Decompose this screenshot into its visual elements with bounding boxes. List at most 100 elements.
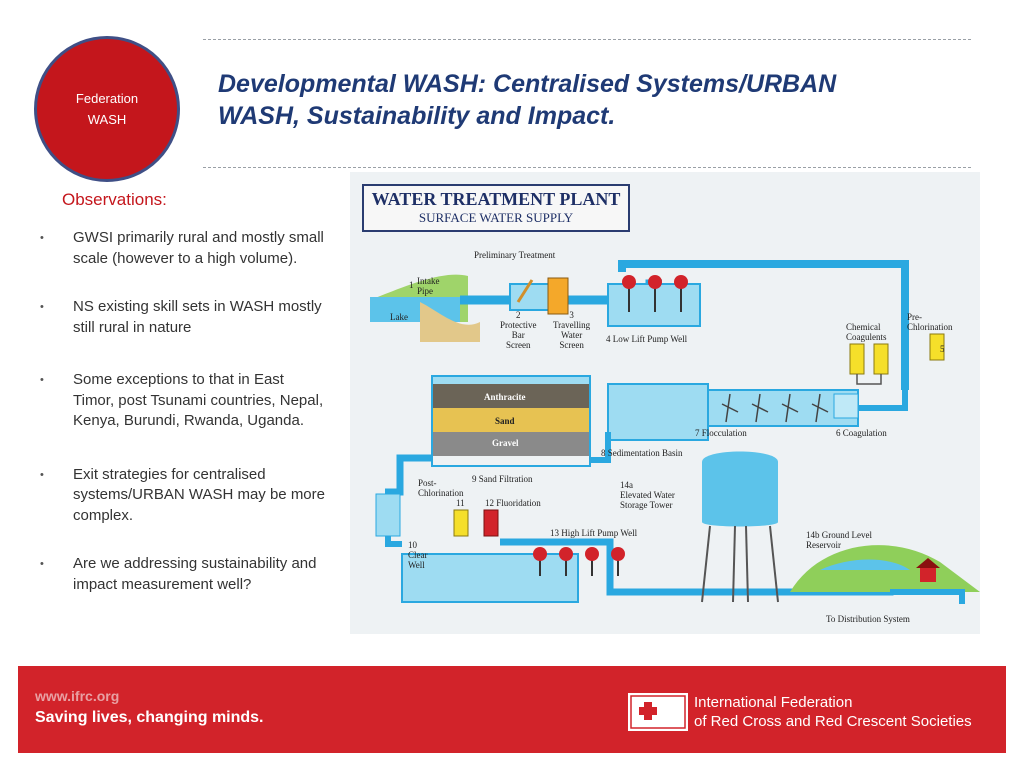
sedimentation-basin bbox=[607, 383, 709, 441]
label-prechlorination: Pre- Chlorination bbox=[907, 312, 953, 332]
clear-well-feed bbox=[385, 536, 402, 547]
label-clear-well: 10 Clear Well bbox=[408, 540, 428, 570]
fluoride-tank-11 bbox=[453, 509, 469, 537]
badge-line1: Federation bbox=[75, 91, 139, 106]
label-sedimentation: 8 Sedimentation Basin bbox=[601, 448, 683, 458]
label-eleven: 11 bbox=[456, 498, 465, 508]
pump-icon bbox=[559, 547, 573, 561]
bar-screen bbox=[516, 279, 534, 303]
observations-list: • GWSI primarily rural and mostly small … bbox=[38, 228, 328, 595]
diagram-subtitle: SURFACE WATER SUPPLY bbox=[418, 210, 574, 225]
label-intake-num: 1 bbox=[409, 280, 414, 290]
label-lake: Lake bbox=[390, 312, 408, 322]
label-sand-filtration: 9 Sand Filtration bbox=[472, 474, 533, 484]
page-title: Developmental WASH: Centralised Systems/… bbox=[218, 68, 958, 132]
org-line2: of Red Cross and Red Crescent Societies bbox=[694, 713, 972, 730]
observation-text: Are we addressing sustainability and imp… bbox=[73, 555, 317, 593]
header-divider-top bbox=[203, 39, 971, 40]
label-elevated-tower: 14a Elevated Water Storage Tower bbox=[620, 480, 675, 510]
footer-tagline: Saving lives, changing minds. bbox=[35, 709, 264, 726]
label-five: 5 bbox=[940, 344, 945, 354]
label-low-lift: 4 Low Lift Pump Well bbox=[606, 334, 688, 344]
water-tower-tank bbox=[702, 451, 778, 527]
house-icon bbox=[920, 568, 936, 582]
chemical-coagulant-tank-2 bbox=[873, 343, 889, 375]
filtered-water-pipe bbox=[385, 454, 432, 496]
flocculation-paddles bbox=[721, 393, 829, 423]
house-roof bbox=[916, 558, 940, 568]
title-line1: Developmental WASH: Centralised Systems/… bbox=[218, 70, 837, 98]
observation-text: NS existing skill sets in WASH mostly st… bbox=[73, 298, 322, 336]
list-item: • Are we addressing sustainability and i… bbox=[38, 554, 328, 595]
bullet-icon: • bbox=[40, 558, 44, 570]
label-travelling-screen: 3 Travelling Water Screen bbox=[553, 310, 591, 350]
top-pipe bbox=[618, 260, 909, 390]
filter-sand-layer bbox=[432, 408, 590, 432]
pump-icon bbox=[585, 547, 599, 561]
label-sand: Sand bbox=[495, 416, 515, 426]
pump-icon bbox=[533, 547, 547, 561]
low-lift-pumps bbox=[622, 275, 688, 312]
label-flocculation: 7 Flocculation bbox=[695, 428, 747, 438]
list-item: • NS existing skill sets in WASH mostly … bbox=[38, 297, 328, 338]
coagulation-basin bbox=[833, 393, 859, 419]
filter-anthracite-layer bbox=[432, 384, 590, 408]
diagram-title-box: WATER TREATMENT PLANT SURFACE WATER SUPP… bbox=[362, 184, 630, 232]
org-line1: International Federation bbox=[694, 694, 853, 711]
bullet-icon: • bbox=[40, 301, 44, 313]
title-line2: WASH, Sustainability and Impact. bbox=[218, 102, 616, 130]
label-fluoridation: 12 Fluoridation bbox=[485, 498, 541, 508]
ifrc-org-name: International Federation of Red Cross an… bbox=[694, 693, 972, 731]
label-chemical: Chemical Coagulents bbox=[846, 322, 887, 342]
observations-heading: Observations: bbox=[62, 190, 167, 209]
label-postchlorination: Post- Chlorination bbox=[418, 478, 464, 498]
label-intake: Intake Pipe bbox=[417, 276, 440, 296]
label-bar-screen: 2 Protective Bar Screen bbox=[500, 310, 537, 350]
list-item: • GWSI primarily rural and mostly small … bbox=[38, 228, 328, 269]
ifrc-url-link[interactable]: www.ifrc.org bbox=[35, 688, 120, 704]
observation-text: GWSI primarily rural and mostly small sc… bbox=[73, 229, 324, 267]
observation-text: Exit strategies for centralised systems/… bbox=[73, 465, 325, 524]
pump-icon bbox=[622, 275, 636, 289]
prechlorination-tank bbox=[929, 333, 945, 361]
ground-reservoir bbox=[820, 559, 910, 570]
postchlorination-tank bbox=[375, 493, 401, 537]
filter-gravel-layer bbox=[432, 432, 590, 456]
water-tower-legs bbox=[701, 525, 779, 603]
federation-wash-badge: Federation WASH bbox=[34, 36, 180, 182]
chemical-coagulant-tank bbox=[849, 343, 865, 375]
bar-screen-chamber bbox=[509, 283, 551, 311]
pump-icon bbox=[674, 275, 688, 289]
footer-bar: www.ifrc.org Saving lives, changing mind… bbox=[18, 666, 1006, 753]
coagulation-pipe bbox=[858, 390, 908, 411]
treatment-plant-illustration bbox=[370, 260, 980, 604]
pump-icon bbox=[648, 275, 662, 289]
header-divider-bottom bbox=[203, 167, 971, 168]
filter-outline bbox=[431, 375, 591, 467]
bullet-icon: • bbox=[40, 374, 44, 386]
badge-line2: WASH bbox=[87, 112, 127, 127]
filter-water-top bbox=[432, 376, 590, 384]
label-gravel: Gravel bbox=[492, 438, 519, 448]
filter-to-sedimentation bbox=[590, 432, 611, 463]
list-item: • Exit strategies for centralised system… bbox=[38, 465, 328, 527]
clear-well bbox=[401, 553, 579, 603]
bullet-icon: • bbox=[40, 468, 44, 481]
pump-icon bbox=[611, 547, 625, 561]
label-coagulation: 6 Coagulation bbox=[836, 428, 887, 438]
list-item: • Some exceptions to that in East Timor,… bbox=[38, 370, 328, 432]
fluoride-tank-12 bbox=[483, 509, 499, 537]
label-preliminary: Preliminary Treatment bbox=[474, 250, 556, 260]
distribution-pipe bbox=[890, 589, 965, 604]
chemical-line bbox=[856, 374, 882, 385]
diagram-title: WATER TREATMENT PLANT bbox=[371, 189, 621, 209]
label-ground-reservoir: 14b Ground Level Reservoir bbox=[806, 530, 872, 550]
ifrc-logo-icon bbox=[628, 693, 688, 731]
high-lift-pumps bbox=[533, 547, 625, 576]
observation-text: Some exceptions to that in East Timor, p… bbox=[73, 371, 324, 429]
label-high-lift: 13 High Lift Pump Well bbox=[550, 528, 638, 538]
lake-bank bbox=[420, 302, 480, 342]
label-anthracite: Anthracite bbox=[484, 392, 526, 402]
bullet-icon: • bbox=[40, 232, 44, 244]
label-distribution: To Distribution System bbox=[826, 614, 910, 624]
